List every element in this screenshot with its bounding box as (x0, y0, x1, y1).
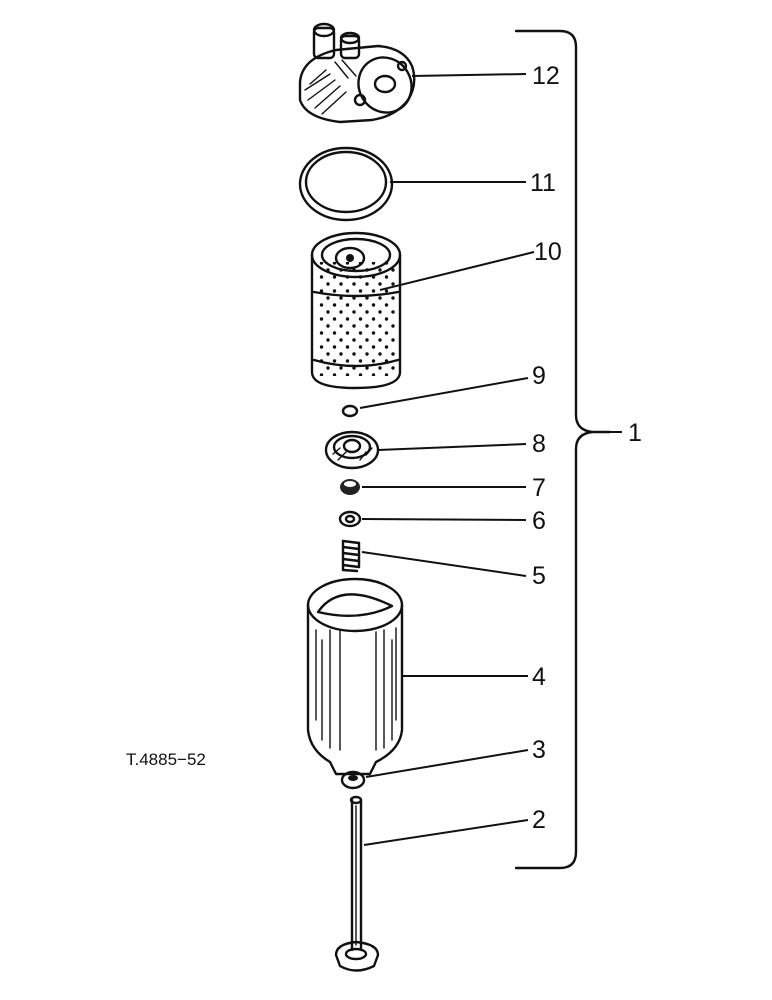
callout-5: 5 (532, 562, 546, 590)
leader-line-2 (363, 819, 529, 846)
sealing-ring-drawing (298, 146, 394, 222)
callout-11: 11 (530, 169, 556, 197)
callout-4: 4 (532, 663, 546, 691)
callout-1: 1 (628, 419, 642, 447)
callout-2: 2 (532, 806, 546, 834)
leader-line-3 (365, 749, 529, 778)
seal-drawing (340, 479, 360, 495)
leader-line-10 (379, 251, 535, 291)
leader-line-8 (377, 443, 527, 451)
element-plate-drawing (324, 430, 380, 470)
figure-reference-code: T.4885−52 (126, 750, 206, 769)
callout-12: 12 (532, 62, 560, 90)
callout-10: 10 (534, 238, 562, 266)
filter-element-drawing (310, 231, 402, 390)
assembly-bracket (514, 29, 612, 870)
spring-drawing (341, 539, 361, 573)
callout-3: 3 (532, 736, 546, 764)
callout-7: 7 (532, 474, 546, 502)
circlip-drawing (341, 404, 359, 418)
callout-8: 8 (532, 430, 546, 458)
centre-bolt-drawing (334, 795, 380, 972)
callout-6: 6 (532, 507, 546, 535)
callout-9: 9 (532, 362, 546, 390)
leader-line-9 (359, 377, 529, 409)
filter-head-drawing (298, 22, 416, 124)
leader-line-5 (361, 551, 527, 577)
washer-drawing (338, 510, 362, 528)
leader-line-12 (411, 73, 527, 77)
filter-bowl-drawing (306, 577, 404, 776)
bolt-seal-drawing (340, 770, 366, 790)
leader-line-6 (361, 518, 527, 521)
